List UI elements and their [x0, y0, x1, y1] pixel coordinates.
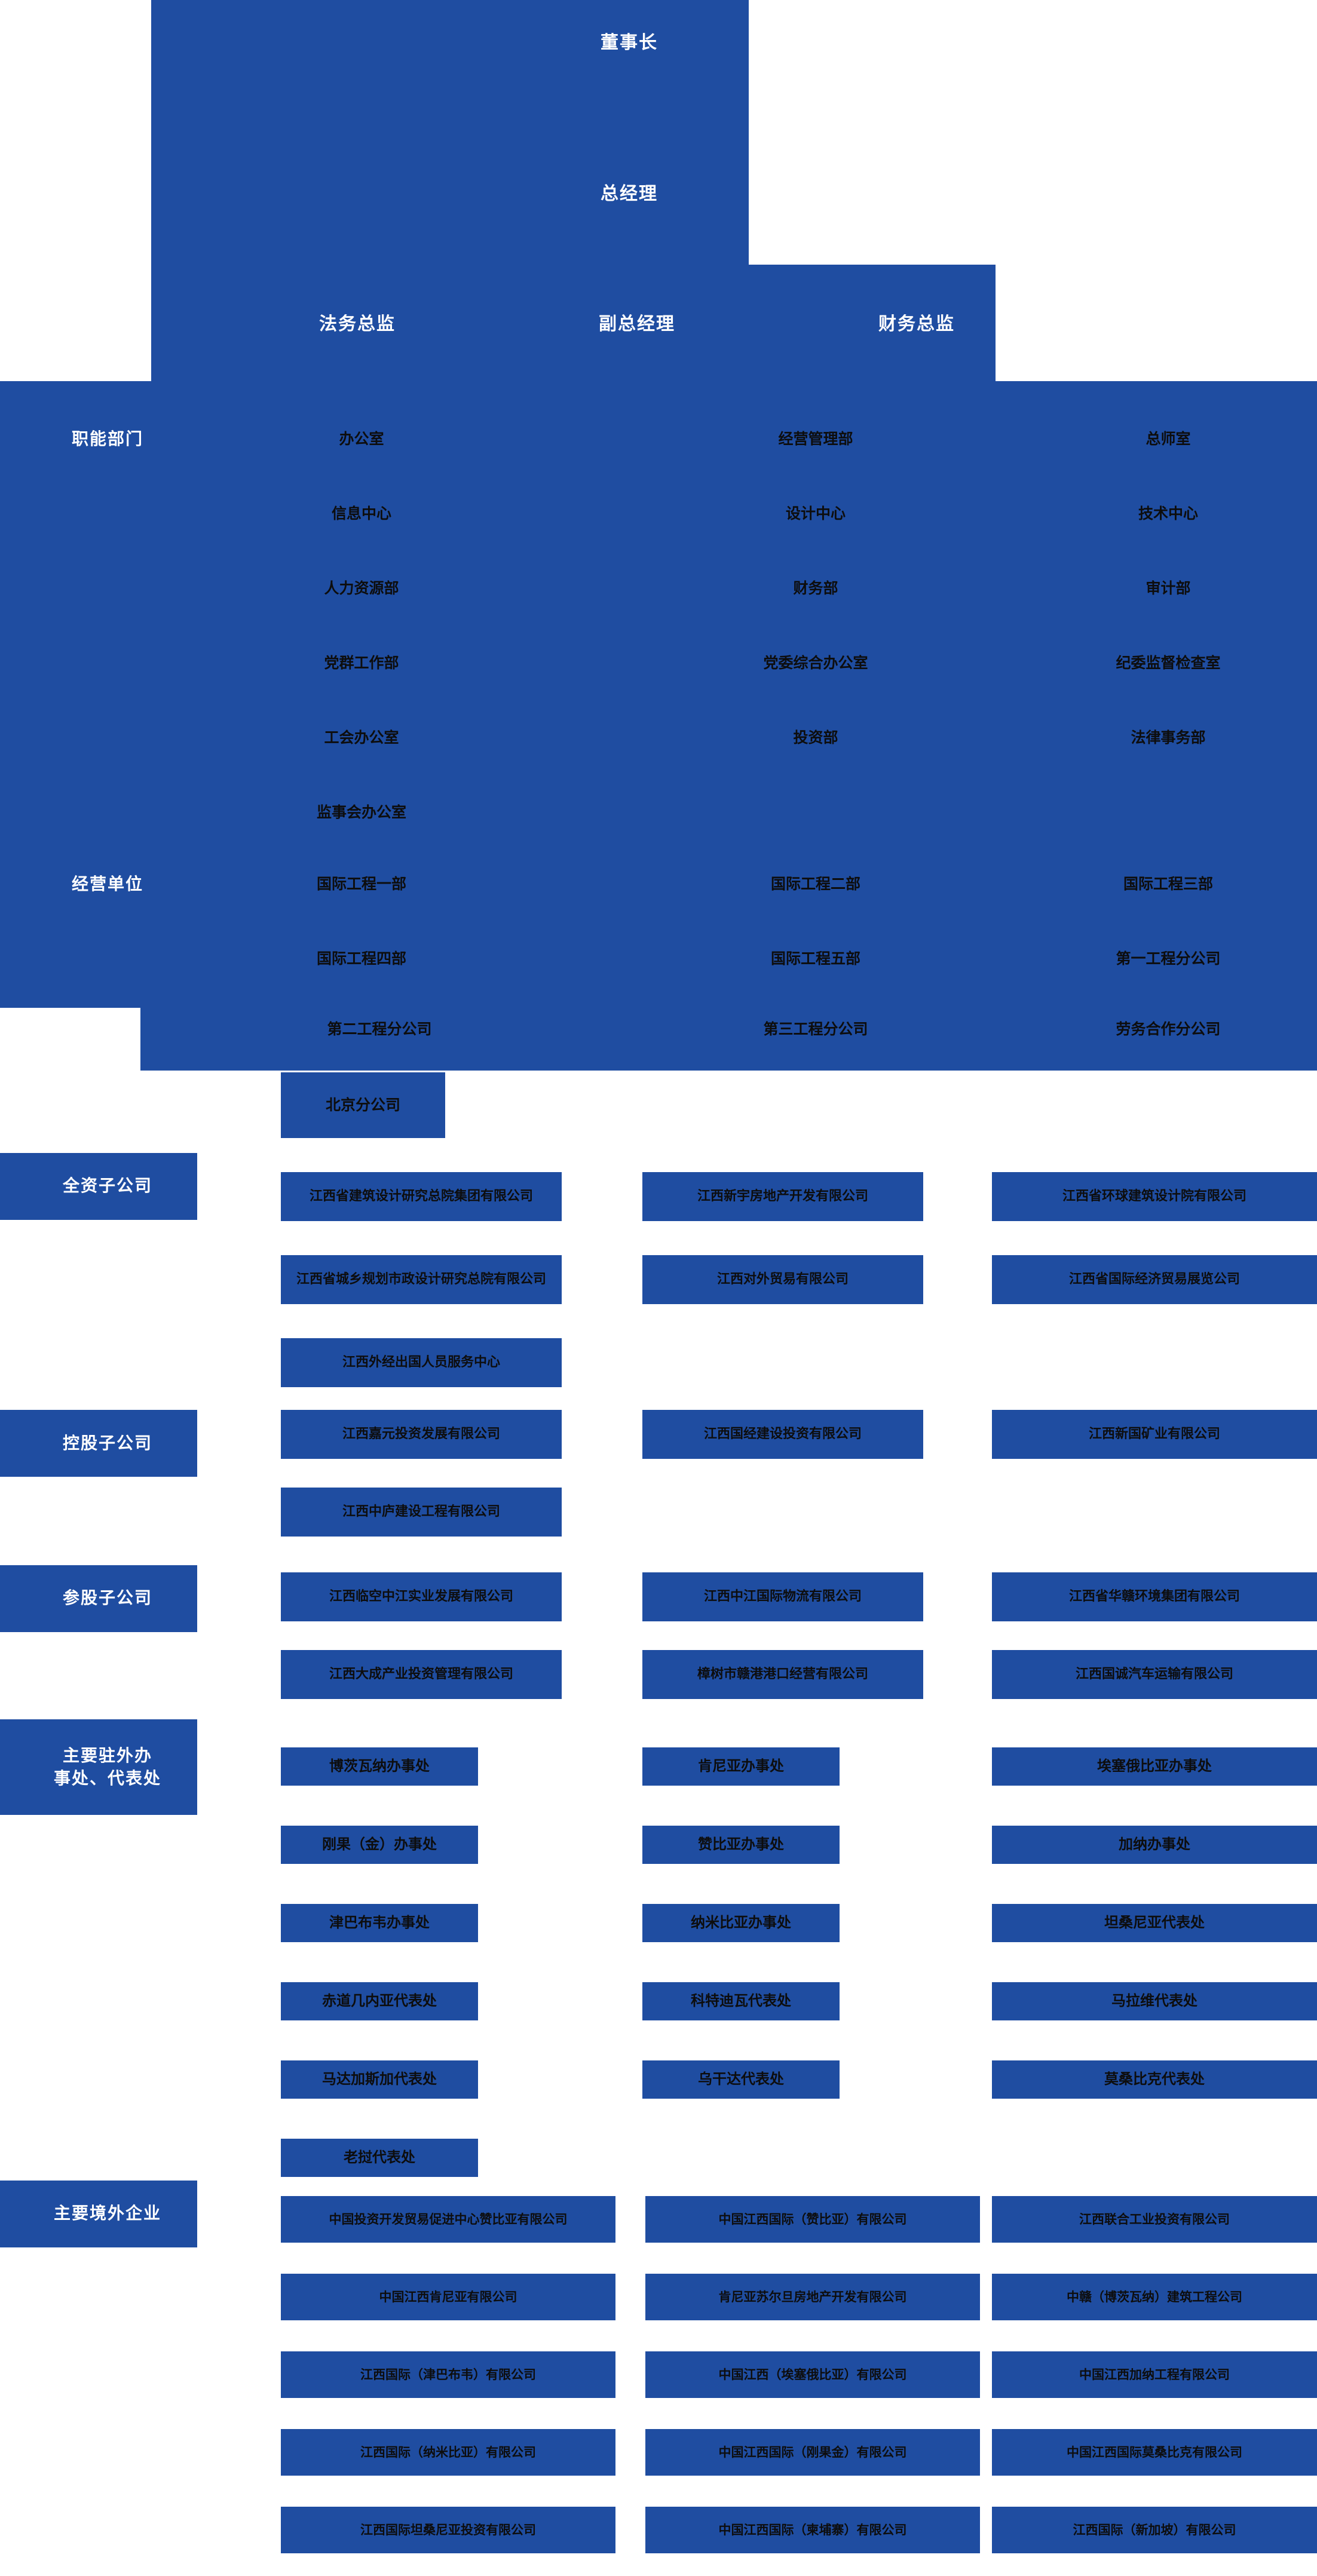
sub-part-3-1[interactable]: 江西省华赣环境集团有限公司: [992, 1572, 1317, 1621]
unit-eng-branch-3[interactable]: 第三工程分公司: [717, 1014, 914, 1044]
office-3-4[interactable]: 马拉维代表处: [992, 1982, 1317, 2020]
category-participating: 参股子公司: [62, 1587, 152, 1608]
ent-3-1[interactable]: 江西联合工业投资有限公司: [992, 2196, 1317, 2243]
band-overseas-enterprises: [0, 2181, 197, 2247]
ent-2-3[interactable]: 中国江西（埃塞俄比亚）有限公司: [645, 2351, 980, 2398]
dept-audit[interactable]: 审计部: [1070, 574, 1267, 603]
category-wholly-owned: 全资子公司: [62, 1175, 152, 1195]
category-offices-line1: 主要驻外办: [62, 1746, 152, 1766]
office-1-5[interactable]: 马达加斯加代表处: [281, 2060, 478, 2099]
dept-union-office[interactable]: 工会办公室: [281, 723, 442, 753]
exec-legal-director: 法务总监: [319, 313, 396, 335]
sub-wholly-3-2[interactable]: 江西省国际经济贸易展览公司: [992, 1255, 1317, 1304]
sub-wholly-1-1[interactable]: 江西省建筑设计研究总院集团有限公司: [281, 1172, 562, 1221]
ent-2-2[interactable]: 肯尼亚苏尔旦房地产开发有限公司: [645, 2274, 980, 2320]
sub-wholly-1-2[interactable]: 江西省城乡规划市政设计研究总院有限公司: [281, 1255, 562, 1304]
sub-holding-2-1[interactable]: 江西国经建设投资有限公司: [642, 1410, 923, 1459]
ent-1-1[interactable]: 中国投资开发贸易促进中心赞比亚有限公司: [281, 2196, 615, 2243]
sub-wholly-2-1[interactable]: 江西新宇房地产开发有限公司: [642, 1172, 923, 1221]
unit-beijing-branch-label[interactable]: 北京分公司: [281, 1090, 445, 1120]
office-3-5[interactable]: 莫桑比克代表处: [992, 2060, 1317, 2099]
dept-party-work[interactable]: 党群工作部: [281, 648, 442, 678]
exec-finance-director: 财务总监: [878, 313, 955, 335]
sub-wholly-3-1[interactable]: 江西省环球建筑设计院有限公司: [992, 1172, 1317, 1221]
ent-3-3[interactable]: 中国江西加纳工程有限公司: [992, 2351, 1317, 2398]
sub-part-2-2[interactable]: 樟树市赣港港口经营有限公司: [642, 1650, 923, 1699]
dept-operations-management[interactable]: 经营管理部: [717, 424, 914, 454]
office-2-2[interactable]: 赞比亚办事处: [642, 1826, 840, 1864]
unit-intl-eng-1[interactable]: 国际工程一部: [281, 869, 442, 899]
category-offices: 主要驻外办 事处、代表处: [18, 1731, 197, 1803]
exec-deputy-general-manager: 副总经理: [599, 313, 675, 335]
unit-intl-eng-3[interactable]: 国际工程三部: [1070, 869, 1267, 899]
office-3-1[interactable]: 埃塞俄比亚办事处: [992, 1747, 1317, 1786]
office-2-1[interactable]: 肯尼亚办事处: [642, 1747, 840, 1786]
dept-discipline-inspection[interactable]: 纪委监督检查室: [1070, 648, 1267, 678]
dept-chief-engineer-office[interactable]: 总师室: [1070, 424, 1267, 454]
office-1-2[interactable]: 刚果（金）办事处: [281, 1826, 478, 1864]
office-1-1[interactable]: 博茨瓦纳办事处: [281, 1747, 478, 1786]
band-wholly-owned: [0, 1153, 197, 1220]
band-holding: [0, 1410, 197, 1477]
category-functional-departments: 职能部门: [71, 428, 143, 449]
sub-wholly-1-3[interactable]: 江西外经出国人员服务中心: [281, 1338, 562, 1387]
unit-eng-branch-1[interactable]: 第一工程分公司: [1070, 944, 1267, 974]
ent-3-5[interactable]: 江西国际（新加坡）有限公司: [992, 2507, 1317, 2553]
exec-chairman: 董事长: [601, 32, 658, 53]
dept-supervisory-board-office[interactable]: 监事会办公室: [281, 798, 442, 827]
sub-wholly-2-2[interactable]: 江西对外贸易有限公司: [642, 1255, 923, 1304]
office-2-3[interactable]: 纳米比亚办事处: [642, 1904, 840, 1942]
office-2-4[interactable]: 科特迪瓦代表处: [642, 1982, 840, 2020]
dept-investment[interactable]: 投资部: [717, 723, 914, 753]
ent-1-4[interactable]: 江西国际（纳米比亚）有限公司: [281, 2429, 615, 2476]
sub-part-1-2[interactable]: 江西大成产业投资管理有限公司: [281, 1650, 562, 1699]
office-1-3[interactable]: 津巴布韦办事处: [281, 1904, 478, 1942]
band-general-manager: [151, 265, 996, 381]
ent-3-4[interactable]: 中国江西国际莫桑比克有限公司: [992, 2429, 1317, 2476]
exec-general-manager: 总经理: [601, 183, 658, 204]
ent-2-4[interactable]: 中国江西国际（刚果金）有限公司: [645, 2429, 980, 2476]
dept-party-committee-office[interactable]: 党委综合办公室: [717, 648, 914, 678]
ent-1-3[interactable]: 江西国际（津巴布韦）有限公司: [281, 2351, 615, 2398]
unit-eng-branch-2[interactable]: 第二工程分公司: [281, 1014, 478, 1044]
ent-1-5[interactable]: 江西国际坦桑尼亚投资有限公司: [281, 2507, 615, 2553]
unit-intl-eng-2[interactable]: 国际工程二部: [717, 869, 914, 899]
band-offices: [0, 1719, 197, 1815]
category-business-units: 经营单位: [71, 873, 143, 894]
ent-2-5[interactable]: 中国江西国际（柬埔寨）有限公司: [645, 2507, 980, 2553]
dept-legal-affairs[interactable]: 法律事务部: [1070, 723, 1267, 753]
office-2-5[interactable]: 乌干达代表处: [642, 2060, 840, 2099]
dept-technology-center[interactable]: 技术中心: [1070, 499, 1267, 529]
dept-finance[interactable]: 财务部: [717, 574, 914, 603]
unit-intl-eng-4[interactable]: 国际工程四部: [281, 944, 442, 974]
unit-intl-eng-5[interactable]: 国际工程五部: [717, 944, 914, 974]
ent-3-2[interactable]: 中赣（博茨瓦纳）建筑工程公司: [992, 2274, 1317, 2320]
dept-office[interactable]: 办公室: [281, 424, 442, 454]
ent-2-1[interactable]: 中国江西国际（赞比亚）有限公司: [645, 2196, 980, 2243]
sub-holding-1-1[interactable]: 江西嘉元投资发展有限公司: [281, 1410, 562, 1459]
dept-info-center[interactable]: 信息中心: [281, 499, 442, 529]
dept-design-center[interactable]: 设计中心: [717, 499, 914, 529]
unit-labor-cooperation-branch[interactable]: 劳务合作分公司: [1070, 1014, 1267, 1044]
office-1-6[interactable]: 老挝代表处: [281, 2139, 478, 2177]
sub-part-2-1[interactable]: 江西中江国际物流有限公司: [642, 1572, 923, 1621]
office-3-2[interactable]: 加纳办事处: [992, 1826, 1317, 1864]
band-participating: [0, 1565, 197, 1632]
dept-human-resources[interactable]: 人力资源部: [281, 574, 442, 603]
office-3-3[interactable]: 坦桑尼亚代表处: [992, 1904, 1317, 1942]
sub-part-3-2[interactable]: 江西国诚汽车运输有限公司: [992, 1650, 1317, 1699]
category-overseas-enterprises: 主要境外企业: [53, 2203, 161, 2223]
band-chairman: [151, 0, 749, 265]
office-1-4[interactable]: 赤道几内亚代表处: [281, 1982, 478, 2020]
category-holding: 控股子公司: [62, 1433, 152, 1453]
sub-part-1-1[interactable]: 江西临空中江实业发展有限公司: [281, 1572, 562, 1621]
sub-holding-3-1[interactable]: 江西新国矿业有限公司: [992, 1410, 1317, 1459]
ent-1-2[interactable]: 中国江西肯尼亚有限公司: [281, 2274, 615, 2320]
category-offices-line2: 事处、代表处: [53, 1768, 161, 1788]
sub-holding-1-2[interactable]: 江西中庐建设工程有限公司: [281, 1488, 562, 1537]
